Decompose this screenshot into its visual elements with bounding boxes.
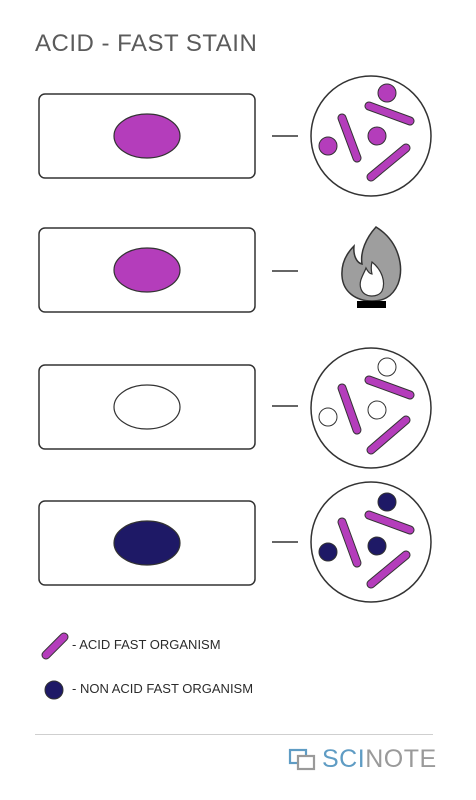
scinote-wordmark: SCINOTE — [322, 744, 437, 773]
acid-fast-rod — [365, 102, 414, 125]
coccus — [367, 400, 387, 420]
coccus — [367, 126, 387, 146]
acid-fast-rod — [338, 114, 361, 162]
flame-icon — [341, 226, 402, 308]
coccus — [377, 357, 397, 377]
coccus — [318, 136, 338, 156]
smear-4 — [113, 520, 181, 566]
legend-acid-fast-label: - ACID FAST ORGANISM — [72, 637, 221, 652]
smear-3 — [113, 384, 181, 430]
step-2 — [38, 226, 402, 313]
legend-acid-fast-symbol — [41, 632, 69, 660]
scinote-logo: SCINOTE — [288, 742, 437, 776]
microscope-view-1 — [310, 75, 432, 197]
footer-divider — [35, 734, 433, 735]
scinote-logo-icon — [288, 748, 316, 771]
legend-non-acid-fast-label: - NON ACID FAST ORGANISM — [72, 681, 254, 696]
step-1 — [38, 75, 432, 197]
coccus — [318, 407, 338, 427]
burner-base — [357, 301, 386, 308]
non-acid-fast-coccus — [367, 536, 387, 556]
non-acid-fast-coccus — [377, 492, 397, 512]
acid-fast-rod — [365, 511, 414, 534]
page-title: ACID - FAST STAIN — [35, 30, 258, 57]
non-acid-fast-coccus — [318, 542, 338, 562]
acid-fast-rod — [367, 416, 410, 454]
legend-non-acid-fast-symbol — [44, 680, 64, 700]
acid-fast-rod — [367, 551, 410, 588]
step-3 — [38, 347, 432, 469]
acid-fast-rod — [338, 518, 361, 567]
step-4 — [38, 481, 432, 603]
acid-fast-rod — [367, 144, 410, 181]
coccus — [377, 83, 397, 103]
smear-2 — [113, 247, 181, 293]
acid-fast-rod — [365, 376, 414, 399]
microscope-view-4 — [310, 481, 432, 603]
acid-fast-rod — [338, 384, 361, 434]
smear-1 — [113, 113, 181, 159]
microscope-view-3 — [310, 347, 432, 469]
